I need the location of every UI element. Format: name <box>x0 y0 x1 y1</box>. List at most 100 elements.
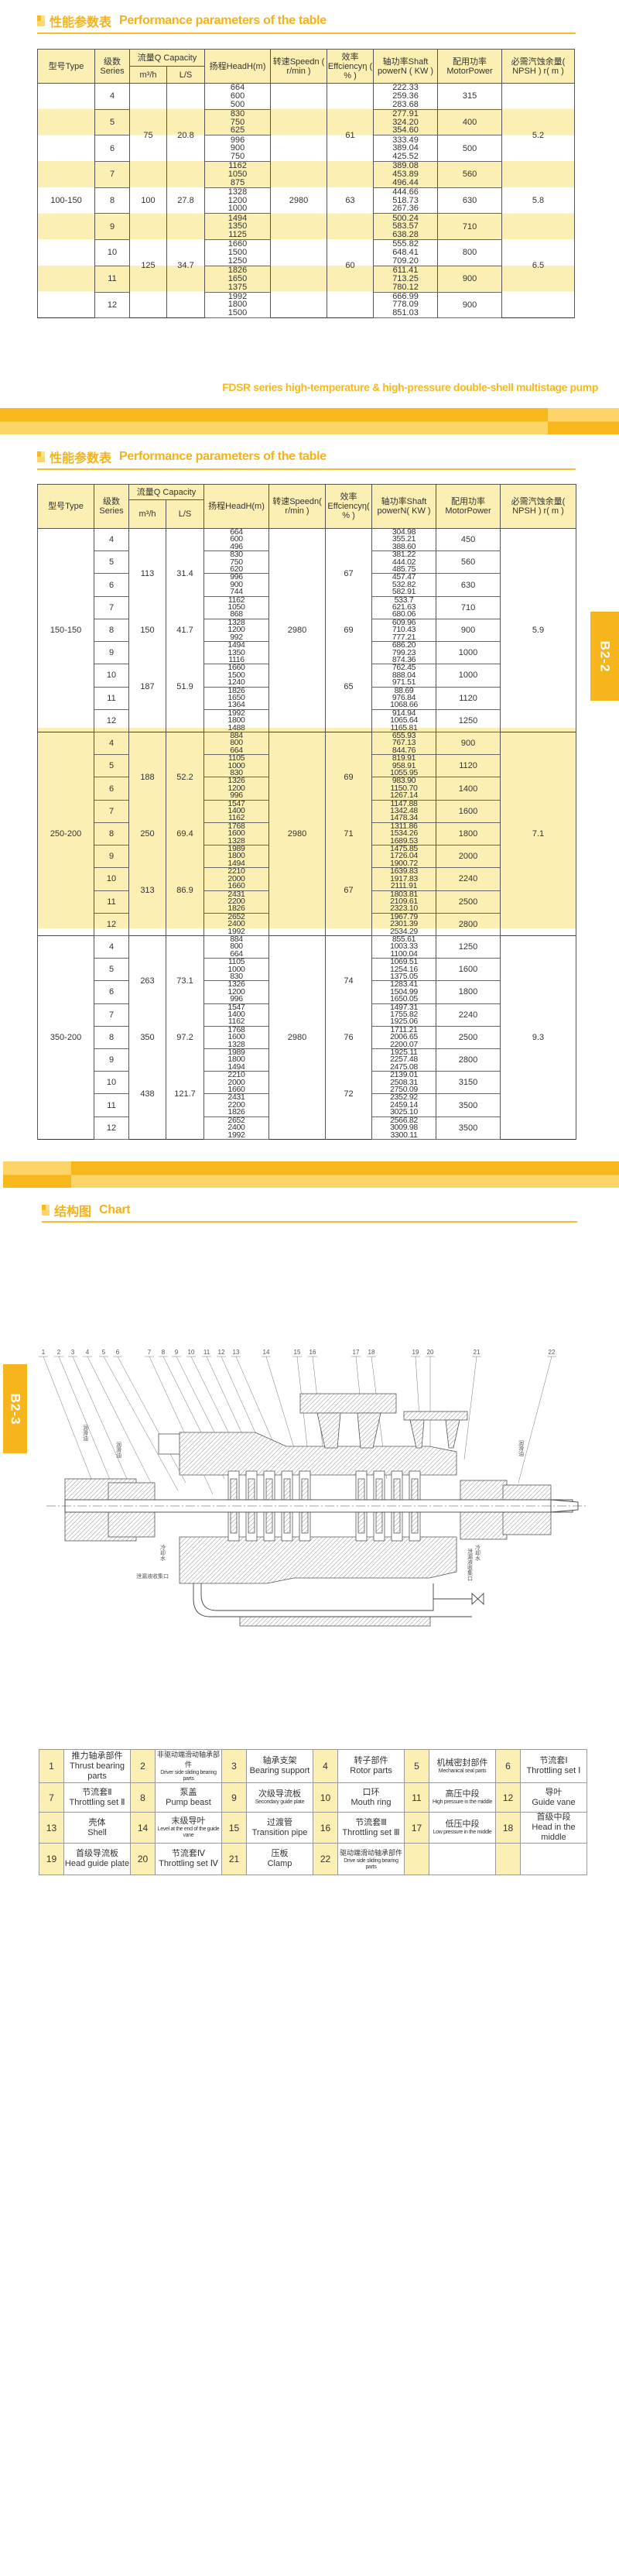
header-head-line: H(m) <box>246 61 266 71</box>
head-cell-line: 1105 <box>227 957 245 967</box>
head-cell-line: 2200 <box>227 1099 245 1110</box>
shaft-power-cell-line: 819.91 <box>392 753 416 763</box>
shaft-power-cell-line: 1065.64 <box>390 715 418 725</box>
part-name-cn: 泵盖 <box>180 1787 197 1797</box>
shaft-power-cell-line: 2109.61 <box>390 896 418 906</box>
shaft-power-cell-line: 354.60 <box>392 125 419 135</box>
shaft-power-cell-line: 976.84 <box>392 692 416 702</box>
part-number: 11 <box>404 1782 429 1813</box>
part-number: 12 <box>495 1782 521 1813</box>
part-name-en: Level at the end of the guide vane <box>157 1827 220 1838</box>
shaft-power-cell-line: 888.04 <box>392 670 416 680</box>
part-name-cn: 节流套Ⅱ <box>82 1787 112 1797</box>
motor-power-cell: 630 <box>437 187 503 214</box>
type-cell: 150-150 <box>37 528 94 732</box>
head-cell-line: 2200 <box>227 896 245 906</box>
part-number: 19 <box>39 1843 64 1875</box>
series-cell: 4 <box>94 731 129 756</box>
section-square-icon <box>37 15 45 26</box>
valve-icon <box>471 1592 484 1606</box>
shaft-power-cell-line: 1803.81 <box>390 889 418 899</box>
shaft-power-cell-line: 283.68 <box>392 99 419 109</box>
shaft-power-cell-line: 1726.04 <box>390 851 418 861</box>
head-cell-line: 1350 <box>227 221 248 232</box>
header-efficiency-line: Effciency <box>327 502 362 511</box>
section-heading-en: Chart <box>99 1203 131 1216</box>
header-ls: L/S <box>166 66 206 84</box>
header-efficiency-line: η ( % ) <box>344 61 373 81</box>
head-cell-line: 1494 <box>227 213 248 223</box>
part-name-en: Mechanical seal parts <box>438 1768 487 1774</box>
balance-pipe <box>193 1583 472 1617</box>
capacity-ls-cell: 41.7 <box>165 619 205 642</box>
head-cell-line: 1350 <box>227 647 245 657</box>
shaft-power-cell-line: 1069.51 <box>390 957 418 967</box>
head-cell-line: 996 <box>230 994 243 1004</box>
shaft-power-cell-line: 389.04 <box>392 143 419 153</box>
efficiency-cell: 72 <box>325 1048 373 1140</box>
head-cell-line: 664 <box>230 948 243 959</box>
series-cell: 6 <box>94 777 129 801</box>
head-cell-line: 1240 <box>227 677 245 688</box>
page-tab-b2-3: B2-3 <box>3 1364 27 1453</box>
motor-power-cell: 2500 <box>436 890 501 914</box>
head-cell-line: 1800 <box>227 1055 245 1065</box>
head-cell-line: 1800 <box>227 851 245 861</box>
callout-leader-line <box>518 1356 552 1484</box>
part-number: 7 <box>39 1782 64 1813</box>
shaft-power-cell-line: 713.25 <box>392 273 419 283</box>
shaft-power-cell-line: 485.75 <box>392 564 416 575</box>
motor-power-cell: 1600 <box>436 799 501 823</box>
head-cell-line: 875 <box>230 177 245 187</box>
shaft-power-cell-line: 2111.91 <box>390 881 418 891</box>
part-name-en: Thrust bearing parts <box>70 1761 125 1781</box>
part-number: 1 <box>39 1749 64 1783</box>
head-cell-line: 1200 <box>227 625 245 635</box>
part-number: 6 <box>495 1749 521 1783</box>
head-cell-line: 1826 <box>227 265 248 275</box>
header-speed: 转速Speedn ( r/min ) <box>270 49 328 84</box>
shaft-power-cell-line: 638.28 <box>392 230 419 240</box>
shaft-power-cell-line: 555.82 <box>392 239 419 249</box>
callout-leader-line <box>87 1356 156 1491</box>
header-npsh-line: 必需汽蚀余量 <box>511 57 563 67</box>
head-cell-line: 2431 <box>227 889 245 899</box>
shaft-power-cell-line: 1925.11 <box>390 1048 418 1058</box>
shaft-power-cell-line: 1475.85 <box>390 844 418 854</box>
header-head-line: 扬程 <box>209 61 227 71</box>
series-cell: 7 <box>94 799 129 823</box>
head-cell-line: 1826 <box>227 1107 245 1117</box>
section-square-icon <box>37 451 45 462</box>
series-cell: 5 <box>94 958 129 982</box>
header-m3h: m³/h <box>128 499 166 529</box>
header-motor-power: 配用功率MotorPower <box>436 484 501 529</box>
part-number: 3 <box>221 1749 247 1783</box>
head-cell-line: 1105 <box>227 753 245 763</box>
section-heading-performance-2: 性能参数表 Performance parameters of the tabl… <box>37 448 327 466</box>
head-cell-line: 1000 <box>227 760 245 770</box>
head-cell-line: 830 <box>230 971 243 981</box>
shaft-power-cell-line: 767.13 <box>392 738 416 748</box>
part-name <box>429 1843 496 1875</box>
header-type-line: Type <box>65 502 84 511</box>
series-cell: 5 <box>94 108 130 136</box>
discharge-neck-left <box>316 1412 341 1449</box>
